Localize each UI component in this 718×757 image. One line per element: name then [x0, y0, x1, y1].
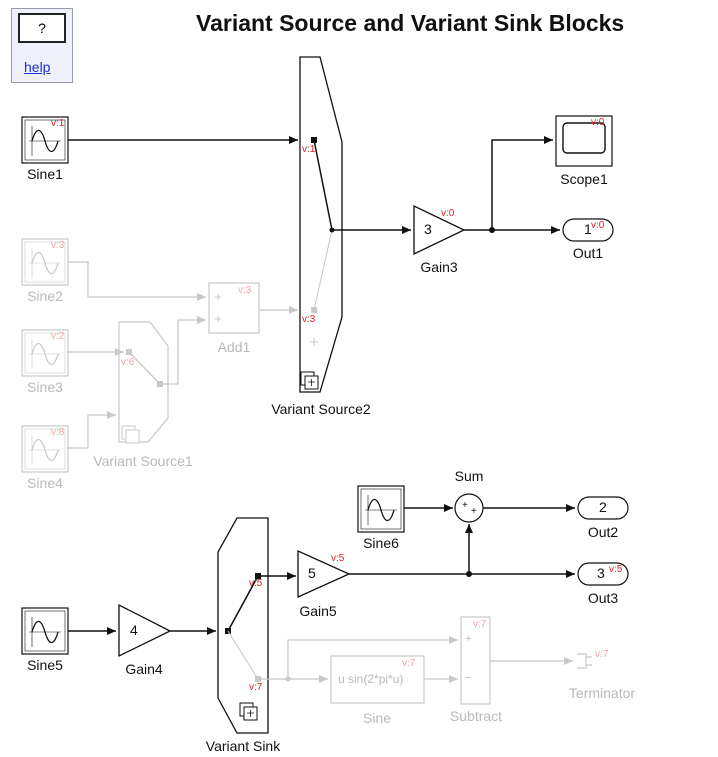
gain4-value: 4	[130, 622, 138, 638]
scope1-block[interactable]	[555, 115, 613, 167]
terminator-block[interactable]	[577, 653, 592, 669]
sine3-label: Sine3	[27, 379, 63, 395]
subtract-label: Subtract	[449, 708, 503, 724]
out3-block[interactable]	[577, 562, 629, 586]
sine3-block[interactable]	[21, 329, 69, 377]
out1-block[interactable]	[562, 218, 614, 242]
signal-lines-active	[68, 136, 575, 635]
sine2-variant-tag: v:3	[51, 240, 65, 251]
sine-fcn-block[interactable]	[330, 655, 425, 704]
variant-source1-block[interactable]	[118, 321, 169, 444]
sine-fcn-variant-tag: v:7	[402, 658, 416, 669]
variant-source2-label: Variant Source2	[271, 401, 371, 417]
sine4-variant-tag: v:8	[51, 427, 65, 438]
out1-variant-tag: v:0	[591, 220, 605, 231]
sine6-label: Sine6	[363, 535, 399, 551]
gain3-label: Gain3	[420, 259, 458, 275]
subtract-port1: +	[465, 633, 472, 645]
sine-fcn-expression: u sin(2*pi*u)	[338, 672, 404, 686]
sine3-variant-tag: v:2	[51, 331, 65, 342]
terminator-label: Terminator	[568, 685, 636, 701]
scope1-label: Scope1	[560, 171, 608, 187]
help-link[interactable]: help	[24, 59, 51, 75]
variant-source1-port1-tag: v:6	[121, 357, 135, 368]
out2-port: 2	[599, 499, 607, 515]
sine6-block[interactable]	[357, 485, 405, 533]
sum-port2: +	[471, 506, 477, 517]
terminator-variant-tag: v:7	[595, 649, 609, 660]
sine1-label: Sine1	[27, 166, 63, 182]
gain3-block[interactable]	[413, 204, 466, 256]
add1-label: Add1	[217, 339, 251, 355]
out3-label: Out3	[587, 590, 619, 606]
gain3-value: 3	[424, 221, 432, 237]
scope1-variant-tag: v:0	[591, 117, 605, 128]
subtract-port2: −	[465, 672, 472, 684]
gain4-block[interactable]	[118, 603, 172, 658]
out2-block[interactable]	[577, 496, 629, 520]
out3-variant-tag: v:5	[609, 564, 623, 575]
gain5-variant-tag: v:5	[331, 553, 345, 564]
sine4-label: Sine4	[27, 475, 63, 491]
variant-sink-port2-tag: v:7	[249, 682, 263, 693]
out1-port: 1	[584, 221, 592, 237]
add1-variant-tag: v:3	[238, 285, 252, 296]
sum-label: Sum	[454, 468, 484, 484]
gain3-variant-tag: v:0	[441, 208, 455, 219]
sine4-block[interactable]	[21, 425, 69, 473]
variant-sink-label: Variant Sink	[205, 738, 281, 754]
gain5-value: 5	[308, 565, 316, 581]
subtract-variant-tag: v:7	[473, 619, 487, 630]
out2-label: Out2	[587, 524, 619, 540]
diagram-title: Variant Source and Variant Sink Blocks	[196, 10, 625, 36]
out1-label: Out1	[572, 245, 604, 261]
variant-source1-label: Variant Source1	[93, 453, 193, 469]
sine2-label: Sine2	[27, 288, 63, 304]
help-block[interactable]: ? help	[11, 8, 73, 83]
sine-fcn-label: Sine	[362, 710, 392, 726]
signal-lines-inactive	[68, 261, 573, 683]
variant-source2-block[interactable]	[299, 56, 343, 393]
sine1-block[interactable]	[21, 116, 69, 164]
gain4-label: Gain4	[125, 661, 163, 677]
sine5-block[interactable]	[21, 607, 69, 655]
gain5-label: Gain5	[299, 603, 337, 619]
variant-source2-port1-tag: v:1	[302, 144, 316, 155]
variant-source2-port2-tag: v:3	[302, 314, 316, 325]
variant-sink-block[interactable]	[217, 517, 269, 734]
out3-port: 3	[597, 565, 605, 581]
sum-block[interactable]	[454, 493, 484, 523]
help-question-button[interactable]: ?	[18, 13, 66, 43]
sum-port1: +	[462, 500, 468, 511]
gain5-block[interactable]	[297, 549, 351, 599]
sine5-label: Sine5	[27, 657, 63, 673]
sine1-variant-tag: v:1	[51, 118, 65, 129]
variant-sink-port1-tag: v:5	[249, 578, 263, 589]
subtract-block[interactable]	[460, 616, 491, 705]
add1-block[interactable]	[208, 282, 260, 334]
